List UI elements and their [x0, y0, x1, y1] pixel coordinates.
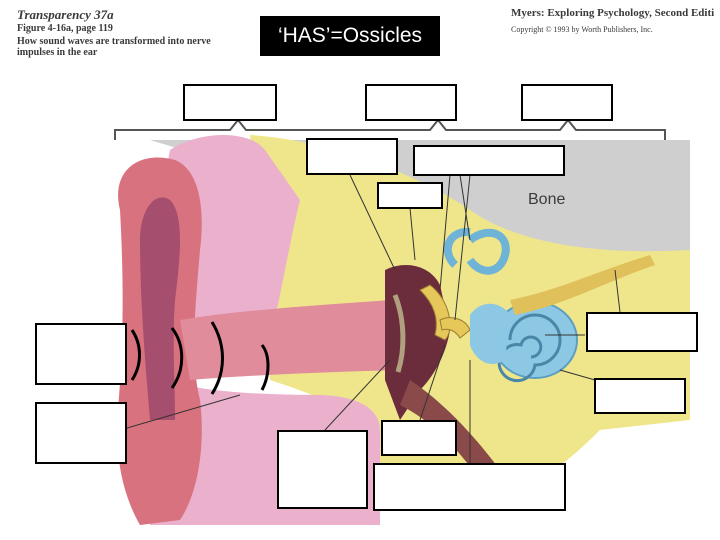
sound-wave-2 — [170, 327, 184, 389]
blank-label-10[interactable] — [373, 463, 566, 511]
blank-label-9[interactable] — [381, 420, 457, 456]
transparency-label: Transparency 37a — [17, 7, 114, 22]
blank-label-8[interactable] — [277, 430, 368, 509]
blank-label-6[interactable] — [586, 312, 698, 352]
eardrum — [392, 294, 406, 373]
copyright-line: Copyright © 1993 by Worth Publishers, In… — [511, 25, 653, 34]
sound-wave-1 — [130, 329, 141, 381]
blank-label-7[interactable] — [594, 378, 686, 414]
blank-label-outer-ear[interactable] — [183, 84, 277, 121]
blank-label-middle-ear[interactable] — [365, 84, 457, 121]
blank-label-inner-ear[interactable] — [521, 84, 613, 121]
concha — [140, 197, 180, 420]
cochlea-spiral — [497, 313, 562, 383]
figure-description: How sound waves are transformed into ner… — [17, 36, 211, 58]
blank-label-2[interactable] — [413, 145, 565, 176]
blank-label-1[interactable] — [306, 138, 398, 175]
slide-title: ‘HAS’=Ossicles — [260, 16, 440, 56]
blank-label-4[interactable] — [35, 323, 127, 385]
auditory-nerve — [510, 255, 655, 315]
semicircular-canal-2 — [443, 227, 471, 268]
blank-label-5[interactable] — [35, 402, 127, 464]
ossicles-anvil — [439, 317, 471, 339]
blank-label-3[interactable] — [377, 182, 443, 209]
sound-wave-4 — [260, 344, 270, 391]
vestibule — [470, 303, 510, 365]
sound-wave-3 — [210, 321, 224, 395]
region-braces — [114, 118, 666, 140]
bone-label: Bone — [528, 191, 566, 208]
publisher-line: Myers: Exploring Psychology, Second Edit… — [511, 7, 715, 19]
figure-reference: Figure 4-16a, page 119 — [17, 23, 113, 34]
leader-lines — [126, 174, 621, 463]
ear-canal — [180, 300, 400, 380]
semicircular-canal-1 — [466, 228, 510, 275]
